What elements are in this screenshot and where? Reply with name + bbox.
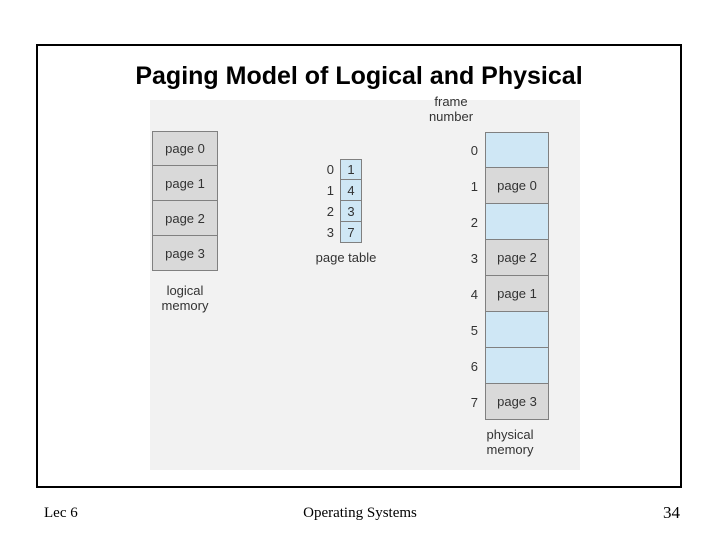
page-table-label: page table <box>315 250 377 265</box>
physical-frame-cell: page 2 <box>485 240 549 276</box>
physical-frame-row: 7 page 3 <box>462 384 549 420</box>
physical-frame-cell <box>485 312 549 348</box>
page-table-frame-cell: 3 <box>340 201 362 222</box>
page-table-row: 3 7 <box>318 222 362 243</box>
physical-memory-label: physical memory <box>470 427 550 457</box>
physical-frame-row: 3 page 2 <box>462 240 549 276</box>
physical-frame-row: 1 page 0 <box>462 168 549 204</box>
frame-number-header: frame number <box>412 94 490 124</box>
page-table-index: 1 <box>326 183 334 198</box>
footer-course: Operating Systems <box>303 505 417 521</box>
page-table-frame-cell: 7 <box>340 222 362 243</box>
physical-frame-index: 4 <box>470 286 478 302</box>
page-table: 0 1 1 4 2 3 3 7 <box>318 159 362 243</box>
physical-frame-row: 5 <box>462 312 549 348</box>
physical-frame-index: 3 <box>470 250 478 266</box>
physical-memory-label-line1: physical <box>486 427 534 442</box>
physical-frame-index: 7 <box>470 394 478 410</box>
page-table-frame-cell: 4 <box>340 180 362 201</box>
page-table-index: 0 <box>326 162 334 177</box>
logical-memory-label: logical memory <box>148 283 222 313</box>
frame-number-header-line2: number <box>428 109 474 124</box>
footer-page-number: 34 <box>663 503 680 522</box>
logical-memory-label-line1: logical <box>166 283 204 298</box>
physical-frame-cell: page 3 <box>485 384 549 420</box>
physical-frame-cell <box>485 348 549 384</box>
page-table-index: 2 <box>326 204 334 219</box>
physical-frame-index: 6 <box>470 358 478 374</box>
physical-frame-cell: page 1 <box>485 276 549 312</box>
physical-frame-cell <box>485 132 549 168</box>
physical-frame-row: 6 <box>462 348 549 384</box>
logical-page-block: page 0 <box>152 131 218 166</box>
logical-memory-column: page 0 page 1 page 2 page 3 <box>152 131 218 271</box>
page-table-index: 3 <box>326 225 334 240</box>
logical-page-block: page 1 <box>152 166 218 201</box>
page-table-row: 2 3 <box>318 201 362 222</box>
frame-number-header-line1: frame <box>434 94 468 109</box>
page-title: Paging Model of Logical and Physical <box>135 62 583 90</box>
page-table-frame-cell: 1 <box>340 159 362 180</box>
physical-frame-index: 1 <box>470 178 478 194</box>
physical-frame-index: 0 <box>470 142 478 158</box>
page-table-row: 0 1 <box>318 159 362 180</box>
logical-page-block: page 2 <box>152 201 218 236</box>
page-table-row: 1 4 <box>318 180 362 201</box>
physical-frame-cell <box>485 204 549 240</box>
physical-memory-column: 0 1 page 0 2 3 page 2 4 page 1 5 6 7 <box>462 132 549 420</box>
footer-lecture: Lec 6 <box>44 505 78 521</box>
physical-frame-row: 2 <box>462 204 549 240</box>
physical-frame-cell: page 0 <box>485 168 549 204</box>
logical-page-block: page 3 <box>152 236 218 271</box>
physical-memory-label-line2: memory <box>486 442 534 457</box>
physical-frame-row: 4 page 1 <box>462 276 549 312</box>
physical-frame-row: 0 <box>462 132 549 168</box>
slide-frame-border <box>36 44 682 488</box>
logical-memory-label-line2: memory <box>161 298 209 313</box>
physical-frame-index: 2 <box>470 214 478 230</box>
physical-frame-index: 5 <box>470 322 478 338</box>
